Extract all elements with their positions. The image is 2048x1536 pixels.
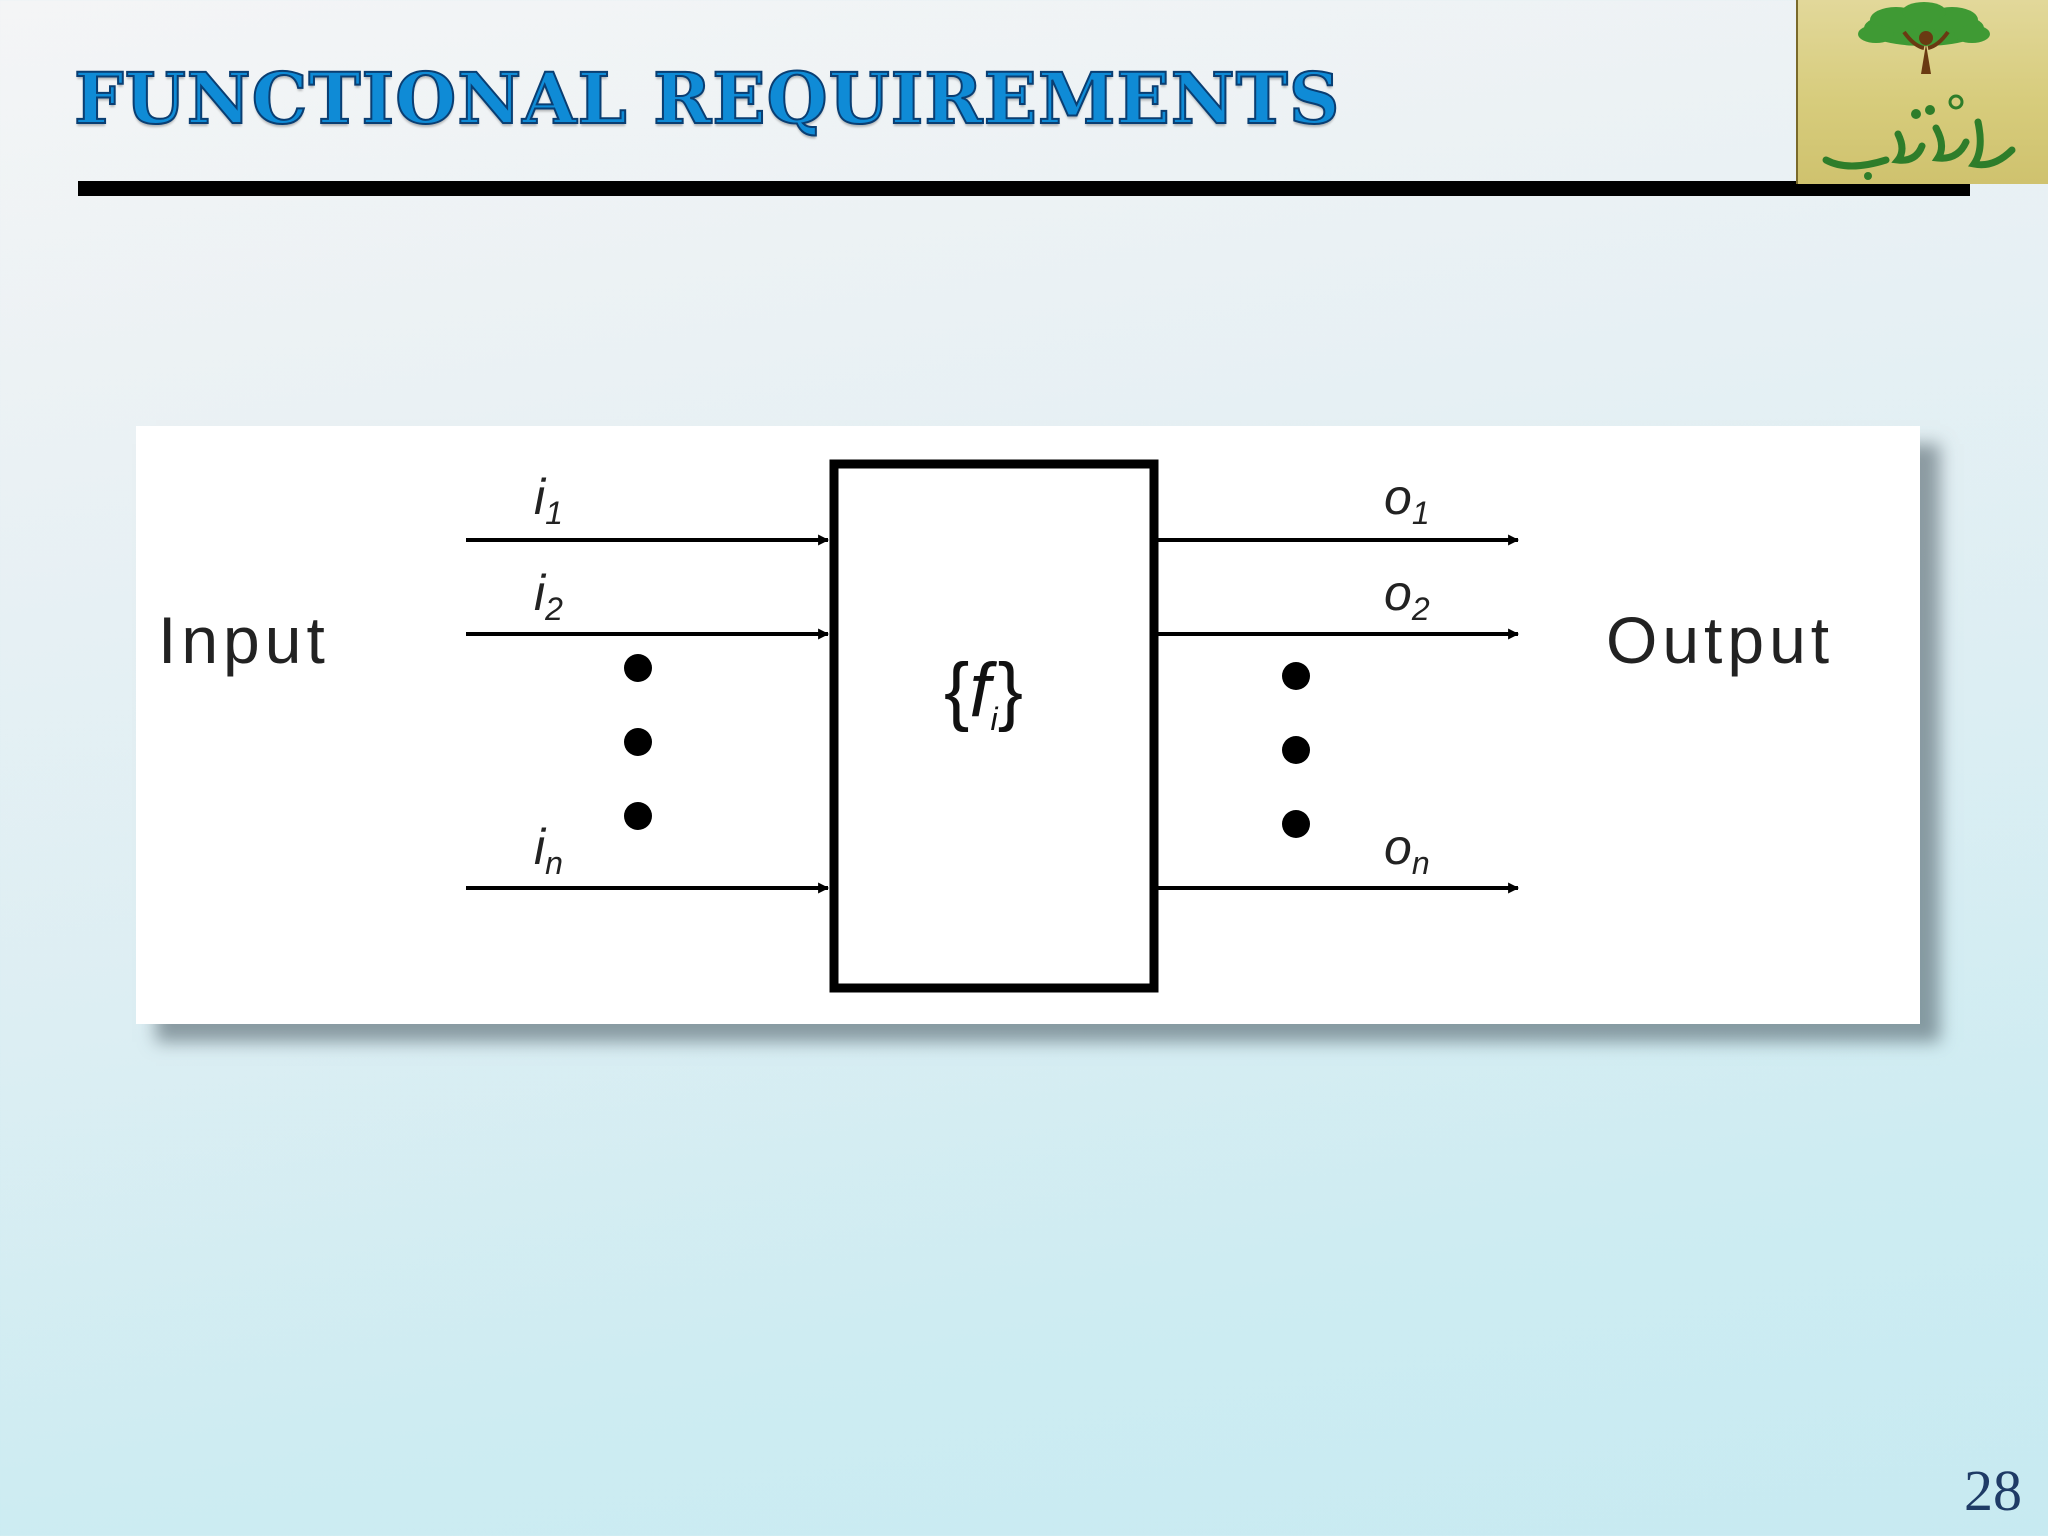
output-ellipsis-dot: [1282, 810, 1310, 838]
output-label-n: on: [1384, 819, 1430, 881]
input-label-n: in: [534, 819, 563, 881]
output-label-2: o2: [1384, 565, 1430, 627]
title-divider: [78, 181, 1970, 196]
slide-title: FUNCTIONAL REQUIREMENTS: [73, 57, 1341, 140]
output-label: Output: [1606, 603, 1834, 677]
io-block-diagram: Input Output {fi} i1 i2 in o1 o2 on: [158, 459, 1834, 993]
input-ellipsis-dot: [624, 654, 652, 682]
input-label-1: i1: [534, 469, 563, 531]
input-ellipsis-dot: [624, 728, 652, 756]
output-ellipsis-dot: [1282, 662, 1310, 690]
output-ellipsis-dot: [1282, 736, 1310, 764]
input-label-2: i2: [534, 565, 563, 627]
output-label-1: o1: [1384, 469, 1430, 531]
diagram-panel: Input Output {fi} i1 i2 in o1 o2 on: [136, 426, 1920, 1024]
tree-person-logo-icon: [1822, 2, 2016, 180]
function-label: {fi}: [944, 648, 1023, 737]
logo: [1796, 0, 2048, 184]
input-ellipsis-dot: [624, 802, 652, 830]
page-number: 28: [1964, 1458, 2022, 1523]
input-label: Input: [158, 603, 330, 677]
function-block: [829, 459, 1159, 993]
